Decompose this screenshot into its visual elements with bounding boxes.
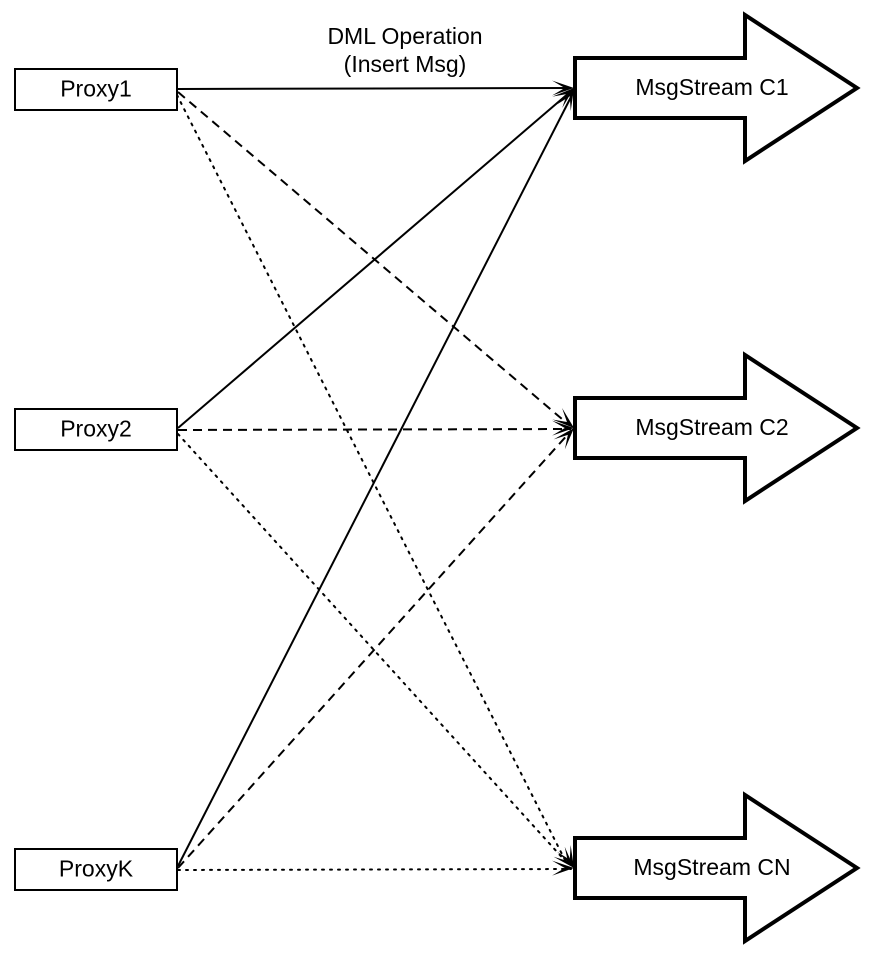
block-arrow-icon [573, 11, 861, 165]
proxy-label: ProxyK [59, 856, 134, 882]
caption-line-2: (Insert Msg) [344, 51, 467, 77]
msgstream-node-c2[interactable]: MsgStream C2 [573, 351, 861, 505]
edge-layer [176, 87, 573, 871]
edge-proxy2-to-stream-c1 [177, 91, 571, 429]
proxy-node-proxy1[interactable]: Proxy1 [14, 68, 178, 111]
edge-proxyk-to-stream-c1 [177, 94, 573, 867]
arrowhead-cluster-stream-cn [551, 845, 574, 876]
arrowhead-barb [551, 80, 574, 96]
arrowhead-barb [557, 88, 574, 112]
arrowhead-barb [551, 420, 574, 436]
msgstream-node-c1[interactable]: MsgStream C1 [573, 11, 861, 165]
edge-proxy2-to-stream-cn [177, 433, 569, 865]
proxy-node-proxy2[interactable]: Proxy2 [14, 408, 178, 451]
proxy-label: Proxy1 [60, 76, 132, 102]
arrowhead-barb [551, 860, 574, 876]
edge-proxy1-to-stream-cn [176, 94, 568, 865]
proxy-label: Proxy2 [60, 416, 132, 442]
arrowhead-cluster-stream-c1 [551, 80, 574, 112]
arrowhead-cluster-stream-c2 [551, 408, 574, 450]
caption-line-1: DML Operation [327, 23, 482, 49]
edge-proxyk-to-stream-c2 [177, 431, 571, 869]
arrowhead-barb [553, 846, 574, 868]
block-arrow-icon [573, 791, 861, 945]
msgstream-label: MsgStream C1 [635, 74, 788, 100]
block-arrow-icon [573, 351, 861, 505]
dml-operation-caption: DML Operation (Insert Msg) [327, 23, 482, 77]
proxy-box-rect [14, 848, 178, 891]
edge-proxy2-to-stream-c2 [177, 428, 572, 431]
proxy-box-rect [14, 408, 178, 451]
arrowhead-layer [551, 80, 574, 876]
arrowhead-barb [552, 408, 574, 428]
proxy-box-rect [14, 68, 178, 111]
edge-proxyk-to-stream-cn [177, 868, 572, 871]
msgstream-label: MsgStream C2 [635, 414, 788, 440]
edge-proxy1-to-stream-c2 [177, 91, 570, 426]
edge-proxy1-to-stream-c1 [177, 87, 572, 90]
msgstream-label: MsgStream CN [633, 854, 790, 880]
msgstream-node-cn[interactable]: MsgStream CN [573, 791, 861, 945]
arrowhead-barb [552, 88, 574, 109]
arrowhead-barb [553, 428, 574, 450]
proxy-node-proxyk[interactable]: ProxyK [14, 848, 178, 891]
